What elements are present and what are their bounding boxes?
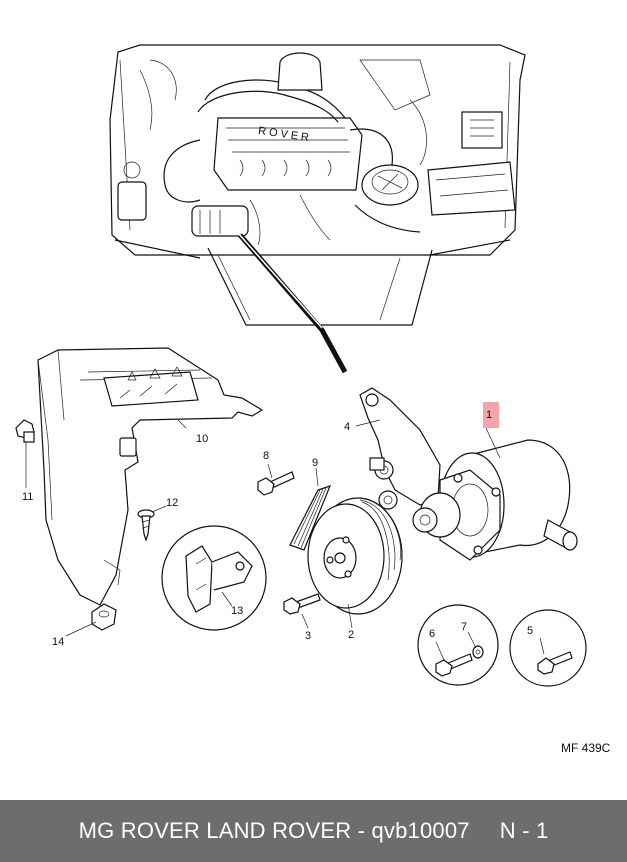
callout-6: 6 [429, 628, 435, 640]
clip-detail-circle [161, 525, 267, 631]
callout-1-highlight [483, 402, 499, 428]
pulley-part [307, 497, 403, 615]
callout-8: 8 [263, 450, 269, 462]
heat-shield-part [37, 347, 264, 606]
footer-part-text: MG ROVER LAND ROVER - qvb10007 [78, 818, 470, 843]
callout-5: 5 [527, 625, 533, 637]
callout-2: 2 [348, 629, 354, 641]
footer-page-text: N - 1 [499, 818, 549, 843]
diagram-reference-code: MF 439C [561, 741, 611, 755]
stud-11-part [15, 419, 35, 443]
leader-lines [25, 419, 545, 661]
pump-bracket-part [359, 387, 441, 510]
engine-bay-illustration: ROVER [109, 44, 526, 374]
footer-bar: MG ROVER LAND ROVER - qvb10007 N - 1 [0, 800, 627, 862]
callout-labels: 1 2 3 4 5 6 7 8 9 10 11 12 13 14 [22, 402, 533, 648]
callout-13: 13 [231, 605, 243, 617]
parts-diagram: ROVER [15, 44, 611, 755]
power-steering-pump-part [412, 439, 578, 561]
callout-11: 11 [22, 491, 33, 503]
bolt-3-part [283, 593, 321, 615]
callout-1: 1 [486, 409, 492, 421]
bolt-5-detail-circle [509, 609, 587, 687]
screw-12-part [137, 509, 155, 542]
callout-3: 3 [305, 630, 311, 642]
callout-14: 14 [52, 636, 64, 648]
callout-10: 10 [196, 433, 208, 445]
bolt-washer-detail-circle [417, 604, 499, 686]
nut-14-part [91, 603, 117, 631]
callout-12: 12 [166, 497, 178, 509]
callout-4: 4 [344, 421, 350, 433]
bolt-8-part [257, 471, 295, 496]
drive-belt-part [289, 485, 332, 551]
callout-7: 7 [461, 621, 467, 633]
callout-9: 9 [312, 457, 318, 469]
